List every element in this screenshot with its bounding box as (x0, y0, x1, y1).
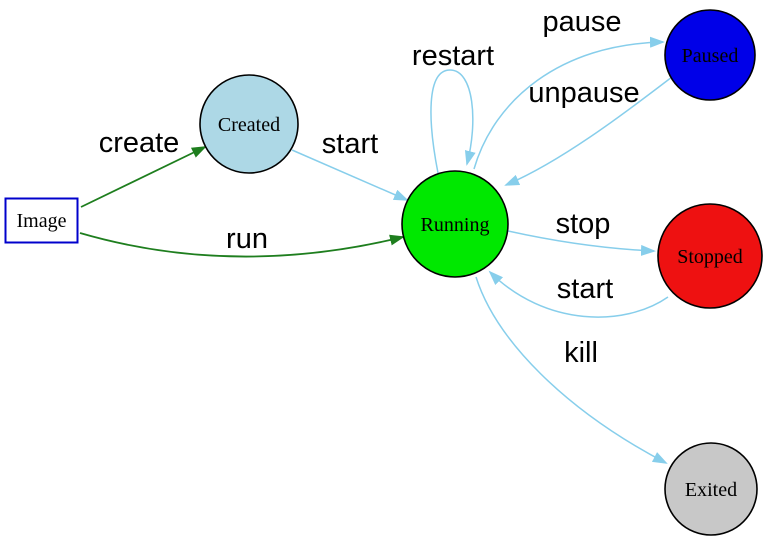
edge-stop-arrow (507, 230, 656, 256)
edge-run-arrow (79, 232, 405, 258)
node-exited-circle (664, 442, 758, 536)
edge-label-start-created: start (322, 128, 378, 160)
node-stopped-label: Stopped (677, 246, 743, 268)
node-running: Running (401, 170, 509, 278)
edge-label-create: create (99, 127, 180, 159)
node-exited-label: Exited (685, 479, 737, 501)
edge-start-stopped-arrow (488, 270, 669, 318)
edge-start-created-arrow (291, 149, 409, 201)
node-created-label: Created (218, 114, 280, 136)
edge-unpause-arrow (504, 76, 673, 186)
node-created: Created (199, 74, 299, 174)
node-paused-label: Paused (682, 45, 739, 67)
edge-restart-self-loop (430, 69, 476, 174)
node-image-box (4, 197, 79, 244)
node-running-circle (401, 170, 509, 278)
edge-kill-arrow (475, 276, 668, 464)
edge-pause-arrow (473, 36, 665, 170)
edge-label-kill: kill (564, 337, 598, 369)
edge-label-run: run (226, 223, 268, 255)
edge-create-arrow (80, 146, 207, 208)
node-stopped: Stopped (657, 203, 763, 309)
edge-label-pause: pause (542, 6, 621, 38)
node-paused-circle (664, 9, 756, 101)
node-exited: Exited (664, 442, 758, 536)
node-created-circle (199, 74, 299, 174)
node-paused: Paused (664, 9, 756, 101)
edge-label-unpause: unpause (528, 77, 639, 109)
edge-label-restart: restart (412, 40, 494, 72)
node-stopped-circle (657, 203, 763, 309)
node-image-label: Image (17, 210, 67, 232)
node-running-label: Running (421, 214, 490, 236)
edge-label-start-stopped: start (557, 273, 613, 305)
node-image: Image (4, 197, 79, 244)
edge-label-stop: stop (556, 208, 611, 240)
